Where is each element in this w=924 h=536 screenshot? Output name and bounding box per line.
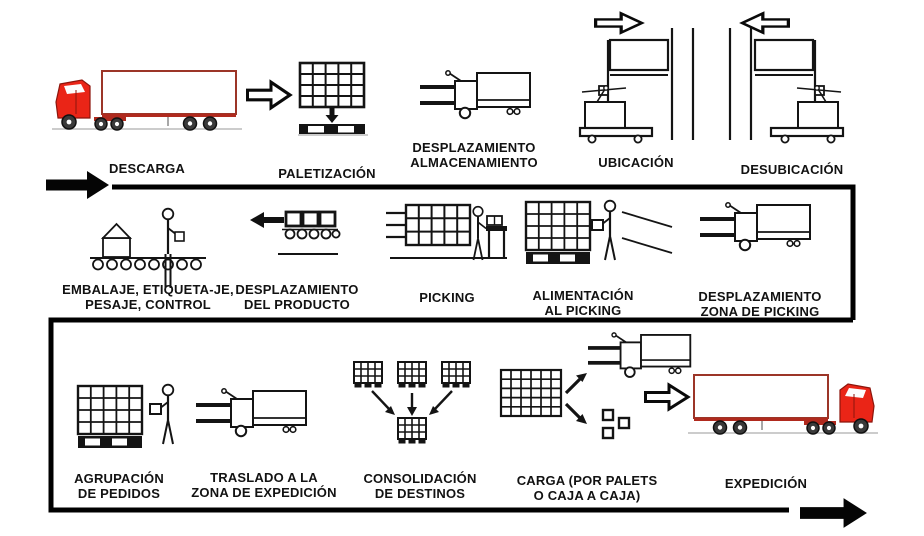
pallet-stacker-icon (195, 387, 307, 438)
step-label-line: DESPLAZAMIENTO (235, 282, 359, 297)
step-label-line: PESAJE, CONTROL (85, 297, 211, 312)
step-label-line: DEL PRODUCTO (244, 297, 350, 312)
step-label: PALETIZACIÓN (278, 166, 376, 181)
step-label-line: ZONA DE EXPEDICIÓN (191, 485, 337, 500)
step-label-line: UBICACIÓN (598, 155, 674, 170)
step-label-line: TRASLADO A LA (210, 470, 318, 485)
step-label: DESCARGA (109, 161, 185, 176)
palletizing-icon (298, 61, 368, 136)
step-label: DESPLAZAMIENTO DEL PRODUCTO (235, 282, 358, 312)
step-label-line: EMBALAJE, ETIQUETA-JE, (62, 282, 234, 297)
step-label: TRASLADO A LA ZONA DE EXPEDICIÓN (191, 470, 336, 500)
pallet-stacker-icon (699, 201, 811, 252)
step-label: CARGA (POR PALETS O CAJA A CAJA) (517, 473, 658, 503)
step-label-line: DESCARGA (109, 161, 185, 176)
step-label-line: PALETIZACIÓN (278, 166, 376, 181)
step-label-line: CARGA (POR PALETS (516, 473, 658, 488)
step-label: DESPLAZAMIENTO ZONA DE PICKING (698, 289, 821, 319)
truck-right-icon (686, 373, 880, 436)
pallet-stacker-icon (419, 69, 531, 120)
step-label-line: CONSOLIDACIÓN (363, 471, 477, 486)
truck-left-icon (50, 69, 244, 132)
pallet-person-chute-icon (524, 199, 673, 266)
block-arrow-right-icon (245, 80, 292, 110)
step-label: EMBALAJE, ETIQUETA-JE, PESAJE, CONTROL (62, 282, 234, 312)
stacker-crane-left-icon (728, 26, 845, 144)
step-label-line: EXPEDICIÓN (724, 476, 808, 491)
conveyor-person-icon (90, 207, 206, 288)
pallet-person-icon (76, 383, 175, 450)
step-label-line: ALIMENTACIÓN (532, 288, 634, 303)
step-label-line: ZONA DE PICKING (700, 304, 820, 319)
step-label: EXPEDICIÓN (725, 476, 807, 491)
box-cart-left-icon (250, 210, 341, 255)
entry-arrow-right-icon (46, 171, 109, 199)
step-label-line: O CAJA A CAJA) (533, 488, 641, 503)
step-label-line: DE PEDIDOS (77, 486, 161, 501)
block-arrow-right-icon (644, 383, 690, 411)
step-label-line: PICKING (419, 290, 475, 305)
step-label: DESPLAZAMIENTO ALMACENAMIENTO (410, 140, 538, 170)
consolidation-icon (353, 361, 471, 445)
step-label: UBICACIÓN (598, 155, 673, 170)
step-label-line: AGRUPACIÓN (74, 471, 164, 486)
picking-rack-icon (386, 203, 507, 261)
step-label: AGRUPACIÓN DE PEDIDOS (74, 471, 164, 501)
stacker-crane-right-icon (578, 26, 695, 144)
step-label-line: AL PICKING (544, 303, 622, 318)
step-label: ALIMENTACIÓN AL PICKING (532, 288, 633, 318)
step-label-line: DE DESTINOS (374, 486, 466, 501)
step-label: CONSOLIDACIÓN DE DESTINOS (363, 471, 476, 501)
step-label-line: DESPLAZAMIENTO (698, 289, 822, 304)
step-label-line: ALMACENAMIENTO (410, 155, 538, 170)
step-label: PICKING (419, 290, 475, 305)
step-label: DESUBICACIÓN (741, 162, 844, 177)
step-label-line: DESPLAZAMIENTO (412, 140, 536, 155)
step-label-line: DESUBICACIÓN (740, 162, 844, 177)
exit-arrow-right-icon (800, 498, 867, 528)
